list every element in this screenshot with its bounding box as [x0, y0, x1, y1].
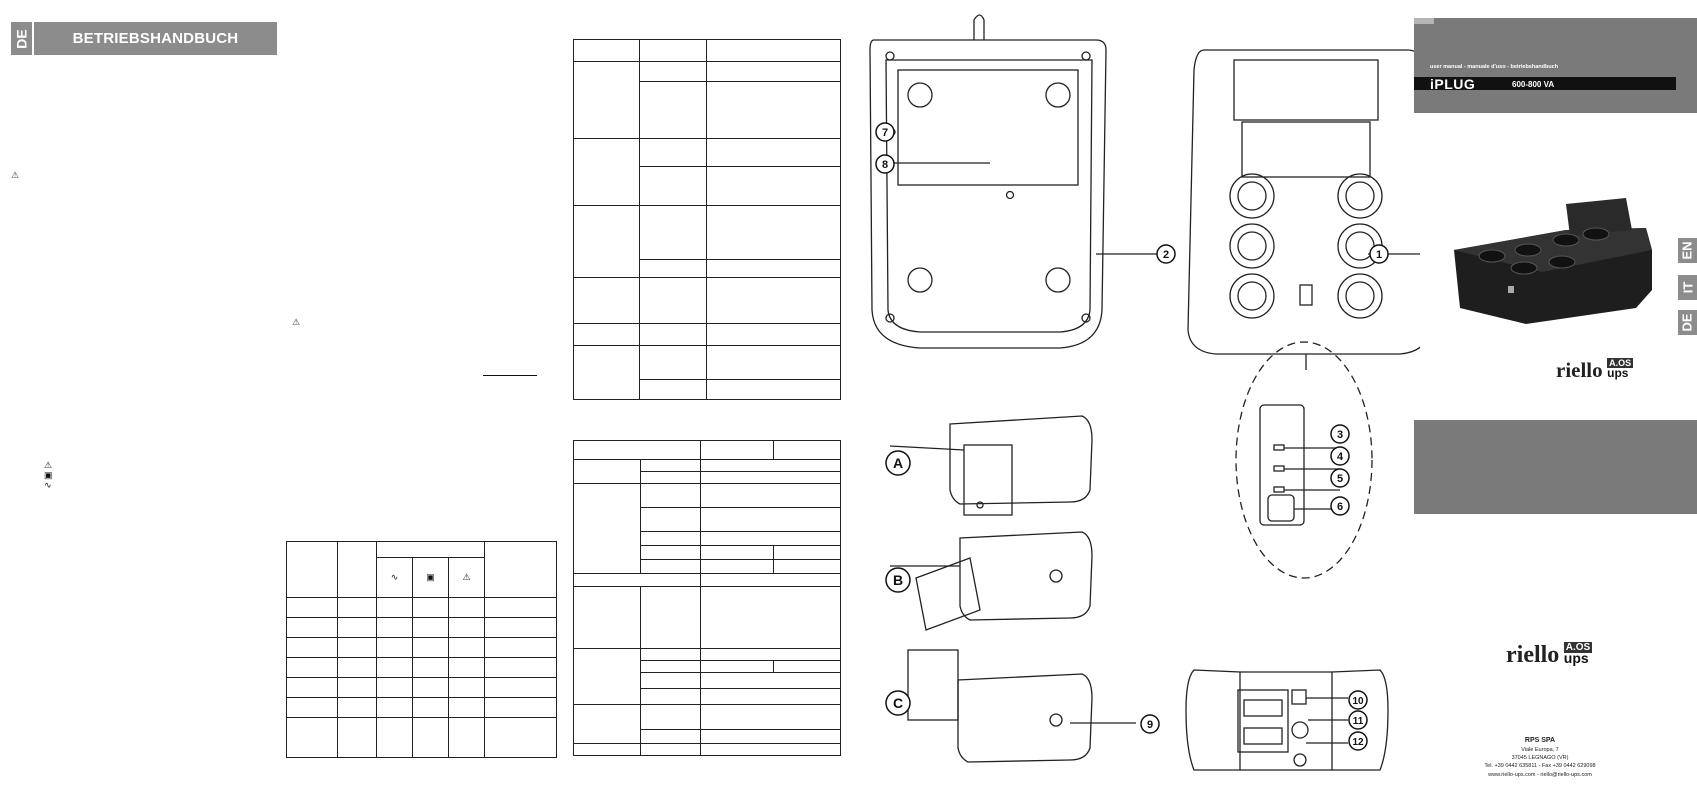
svg-text:2: 2	[1163, 249, 1169, 261]
riello-logo: riello A.OS ups	[1556, 358, 1634, 382]
device-drawings: 7 8 2 1 3 4 5 6 A B C 9 10 11 12	[869, 14, 1420, 771]
cover-header	[1414, 18, 1697, 113]
product-name: iPLUG	[1430, 76, 1476, 92]
step-c-label: C	[885, 690, 911, 716]
svg-text:3: 3	[1337, 429, 1343, 441]
riello-logo: riello A.OS ups	[1506, 642, 1593, 668]
mains-icon: ∿	[44, 480, 52, 490]
language-tab-it: IT	[1678, 275, 1697, 300]
svg-text:B: B	[893, 572, 903, 588]
warning-icon: ⚠	[292, 317, 301, 327]
battery-step-c	[907, 649, 1093, 763]
address-city: 37045 LEGNAGO (VR)	[1511, 755, 1569, 761]
callout-7: 7	[875, 122, 895, 142]
mains-icon: ∿	[390, 572, 399, 582]
svg-text:6: 6	[1337, 501, 1343, 513]
callout-1: 1	[1369, 244, 1389, 264]
svg-text:4: 4	[1337, 451, 1344, 463]
address-street: Viale Europa, 7	[1521, 747, 1559, 753]
cover-tab	[1414, 18, 1434, 24]
page-title: BETRIEBSHANDBUCH	[34, 22, 277, 55]
language-tab-en: EN	[1678, 238, 1697, 263]
language-badge: DE	[11, 22, 32, 55]
svg-text:C: C	[893, 695, 903, 711]
company-name: RPS SPA	[1524, 737, 1556, 744]
web-email: www.riello-ups.com - riello@riello-ups.c…	[1488, 772, 1592, 778]
callout-2: 2	[1156, 244, 1176, 264]
cover-subtitle: user manual - manuale d'uso - betriebsha…	[1430, 64, 1559, 70]
svg-text:12: 12	[1352, 737, 1364, 748]
cover-product-band	[1414, 77, 1676, 90]
product-photo	[1454, 198, 1652, 324]
battery-step-b	[890, 531, 1093, 631]
callout-8: 8	[875, 154, 895, 174]
led-status-table: ∿ ▣ ⚠	[286, 541, 557, 758]
language-tab-de: DE	[1678, 310, 1697, 335]
alarm-icon: ⚠	[462, 572, 471, 582]
svg-text:1: 1	[1376, 249, 1382, 261]
svg-text:11: 11	[1353, 716, 1364, 727]
ups-bottom-view	[869, 14, 1107, 349]
step-b-label: B	[885, 567, 911, 593]
model-range: 600-800 VA	[1512, 80, 1555, 89]
phone-fax: Tel. +39 0442 635811 - Fax +39 0442 6290…	[1484, 763, 1596, 769]
led-legend: ⚠ ▣ ∿	[44, 460, 53, 490]
led-panel-detail	[1235, 341, 1373, 579]
battery-icon: ▣	[44, 470, 53, 480]
svg-text:5: 5	[1337, 473, 1343, 485]
battery-icon: ▣	[426, 572, 435, 582]
ups-rear-view	[1185, 669, 1389, 771]
callout-4: 4	[1330, 446, 1350, 466]
callout-11: 11	[1348, 710, 1368, 730]
svg-text:A: A	[893, 455, 903, 471]
battery-step-a	[889, 415, 1093, 516]
warning-icon: ⚠	[11, 170, 20, 180]
svg-text:10: 10	[1352, 696, 1364, 707]
callout-9: 9	[1140, 714, 1160, 734]
svg-text:9: 9	[1147, 719, 1153, 731]
step-a-label: A	[885, 450, 911, 476]
alarm-icon: ⚠	[44, 460, 53, 470]
callout-5: 5	[1330, 468, 1350, 488]
svg-text:8: 8	[882, 159, 888, 171]
callout-3: 3	[1330, 424, 1350, 444]
technical-data-table	[573, 440, 841, 756]
callout-12: 12	[1348, 731, 1368, 751]
callout-6: 6	[1330, 496, 1350, 516]
underline-divider	[483, 375, 537, 376]
ups-front-view	[1187, 49, 1420, 370]
troubleshooting-table	[573, 39, 841, 400]
svg-text:7: 7	[882, 127, 888, 139]
cover-gray-panel	[1414, 420, 1697, 514]
callout-10: 10	[1348, 690, 1368, 710]
